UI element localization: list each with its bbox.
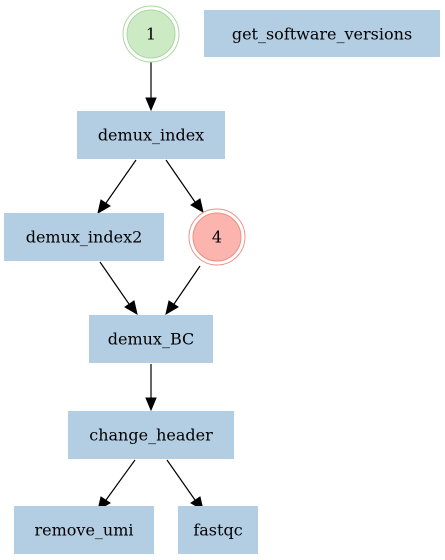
edge-demux-index-to-demux-index2 <box>105 159 137 204</box>
start-node-circle <box>126 9 176 59</box>
node-change-header-box <box>68 411 234 459</box>
arrowhead-marker-4 <box>190 198 204 214</box>
node-get-software-versions-box <box>204 10 440 57</box>
edge-change-header-to-remove-umi <box>105 459 136 501</box>
node-demux-index: demux_index <box>77 111 225 159</box>
node-demux-bc-box <box>89 315 213 363</box>
node-fastqc: fastqc <box>178 506 258 554</box>
node-remove-umi-label: remove_umi <box>34 521 133 540</box>
node-demux-index-label: demux_index <box>98 126 204 145</box>
arrowhead-demux-index2 <box>97 199 111 215</box>
node-get-software-versions: get_software_versions <box>204 10 440 57</box>
node-get-software-versions-label: get_software_versions <box>232 25 412 44</box>
node-fastqc-box <box>178 506 258 554</box>
arrowhead-demux-bc-left <box>124 300 138 316</box>
node-remove-umi: remove_umi <box>14 506 154 554</box>
node-demux-index-box <box>77 111 225 159</box>
edge-demux-index2-to-demux-bc <box>99 261 130 305</box>
marker-node-4-outer-ring <box>188 208 246 266</box>
edge-change-header-to-fastqc <box>166 459 196 501</box>
node-demux-index2-box <box>4 213 164 261</box>
arrowhead-demux-bc-right <box>165 300 179 316</box>
node-demux-index2-label: demux_index2 <box>26 228 143 247</box>
arrowhead-demux-index-from-start <box>145 97 157 112</box>
marker-node-4-label: 4 <box>212 228 222 247</box>
start-node: 1 <box>122 5 180 63</box>
node-demux-index2: demux_index2 <box>4 213 164 261</box>
node-remove-umi-box <box>14 506 154 554</box>
arrowhead-change-header <box>145 397 157 412</box>
node-fastqc-label: fastqc <box>193 521 242 540</box>
node-change-header-label: change_header <box>89 426 213 445</box>
edge-marker-4-to-demux-bc <box>173 265 201 305</box>
node-demux-bc-label: demux_BC <box>108 330 195 349</box>
marker-node-4-circle <box>192 212 242 262</box>
start-node-label: 1 <box>146 25 156 44</box>
node-demux-bc: demux_BC <box>89 315 213 363</box>
node-change-header: change_header <box>68 411 234 459</box>
edge-demux-index-to-marker-4 <box>165 159 196 203</box>
marker-node-4: 4 <box>188 208 246 266</box>
start-node-outer-ring <box>122 5 180 63</box>
